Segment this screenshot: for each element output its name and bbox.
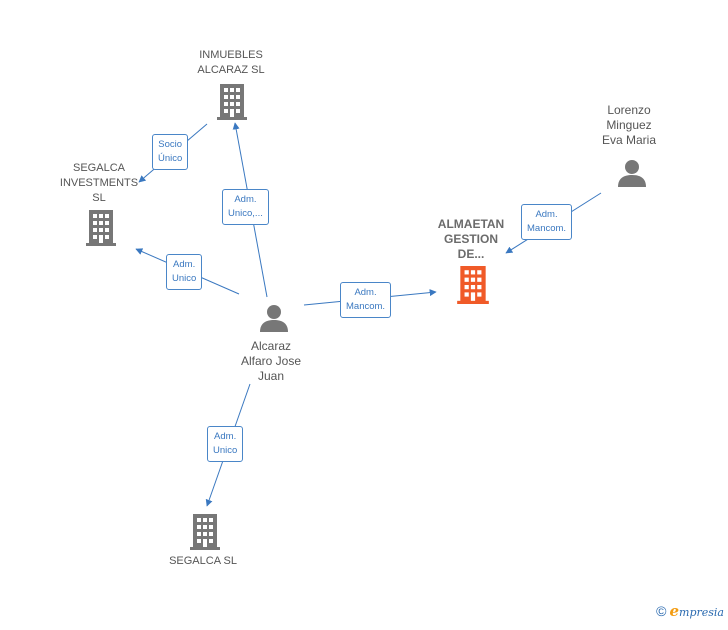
edge-label-adm-unico-segalca[interactable]: Adm. Unico bbox=[207, 426, 244, 462]
edge-label-adm-mancom-almaetan[interactable]: Adm. Mancom. bbox=[340, 282, 392, 318]
edge-label-adm-mancom-lorenzo[interactable]: Adm. Mancom. bbox=[521, 204, 573, 240]
edge-label-adm-unico-inmuebles[interactable]: Adm. Unico,... bbox=[222, 189, 269, 225]
copyright-icon: © bbox=[656, 603, 667, 619]
node-label-inmuebles-alcaraz[interactable]: INMUEBLES ALCARAZ SL bbox=[197, 49, 265, 76]
building-icon[interactable] bbox=[217, 84, 247, 120]
footer-brand: © empresia bbox=[656, 602, 724, 620]
person-icon[interactable] bbox=[617, 158, 647, 188]
person-icon[interactable] bbox=[259, 303, 289, 333]
building-icon-focus[interactable] bbox=[457, 266, 489, 304]
node-label-lorenzo-minguez[interactable]: Lorenzo Minguez Eva Maria bbox=[601, 103, 657, 147]
brand-logo[interactable]: empresia bbox=[669, 602, 724, 620]
building-icon[interactable] bbox=[190, 514, 220, 550]
edge-label-adm-unico-segalca-investments[interactable]: Adm. Unico bbox=[166, 254, 203, 290]
node-label-segalca-investments[interactable]: SEGALCA INVESTMENTS SL bbox=[59, 162, 139, 204]
edge-label-socio-unico[interactable]: Socio Único bbox=[152, 134, 189, 170]
node-label-almaetan-gestion[interactable]: ALMAETAN GESTION DE... bbox=[437, 217, 505, 261]
building-icon[interactable] bbox=[86, 210, 116, 246]
node-label-alcaraz-alfaro[interactable]: Alcaraz Alfaro Jose Juan bbox=[240, 339, 302, 383]
node-label-segalca-sl[interactable]: SEGALCA SL bbox=[169, 555, 237, 567]
